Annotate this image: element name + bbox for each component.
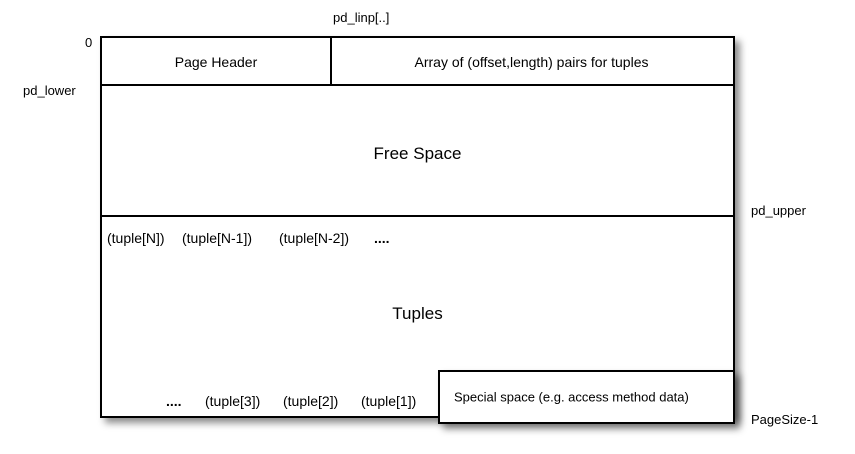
tuple-token-n-minus-2: (tuple[N-2]) (279, 230, 350, 246)
region-line-pointer-array-label: Array of (offset,length) pairs for tuple… (414, 54, 649, 70)
tuple-token-n: (tuple[N]) (107, 230, 165, 246)
region-special-space-label: Special space (e.g. access method data) (454, 389, 689, 405)
pointer-label-pd-linp: pd_linp[..] (333, 10, 390, 25)
pointer-label-pd-lower: pd_lower (23, 83, 76, 98)
tuple-token-2: (tuple[2]) (283, 393, 339, 409)
tuple-token-n-minus-1: (tuple[N-1]) (182, 230, 253, 246)
page-layout-box: Page Header Array of (offset,length) pai… (100, 36, 735, 418)
special-space-box: Special space (e.g. access method data) (438, 370, 735, 424)
tuple-token-ellipsis-top: .... (374, 230, 390, 246)
tuple-token-1: (tuple[1]) (361, 393, 417, 409)
pointer-label-pd-upper: pd_upper (751, 203, 806, 218)
pointer-label-offset-zero: 0 (85, 35, 93, 50)
region-page-header-label: Page Header (174, 54, 258, 70)
region-free-space-label: Free Space (373, 144, 462, 163)
region-tuples-label: Tuples (392, 304, 443, 323)
pd-upper-divider (102, 215, 733, 217)
tuple-token-ellipsis-bottom: .... (166, 393, 182, 409)
pd-lower-divider (102, 84, 733, 86)
tuple-token-3: (tuple[3]) (205, 393, 261, 409)
pointer-label-page-size-end: PageSize-1 (751, 412, 819, 427)
header-array-divider (330, 38, 332, 84)
